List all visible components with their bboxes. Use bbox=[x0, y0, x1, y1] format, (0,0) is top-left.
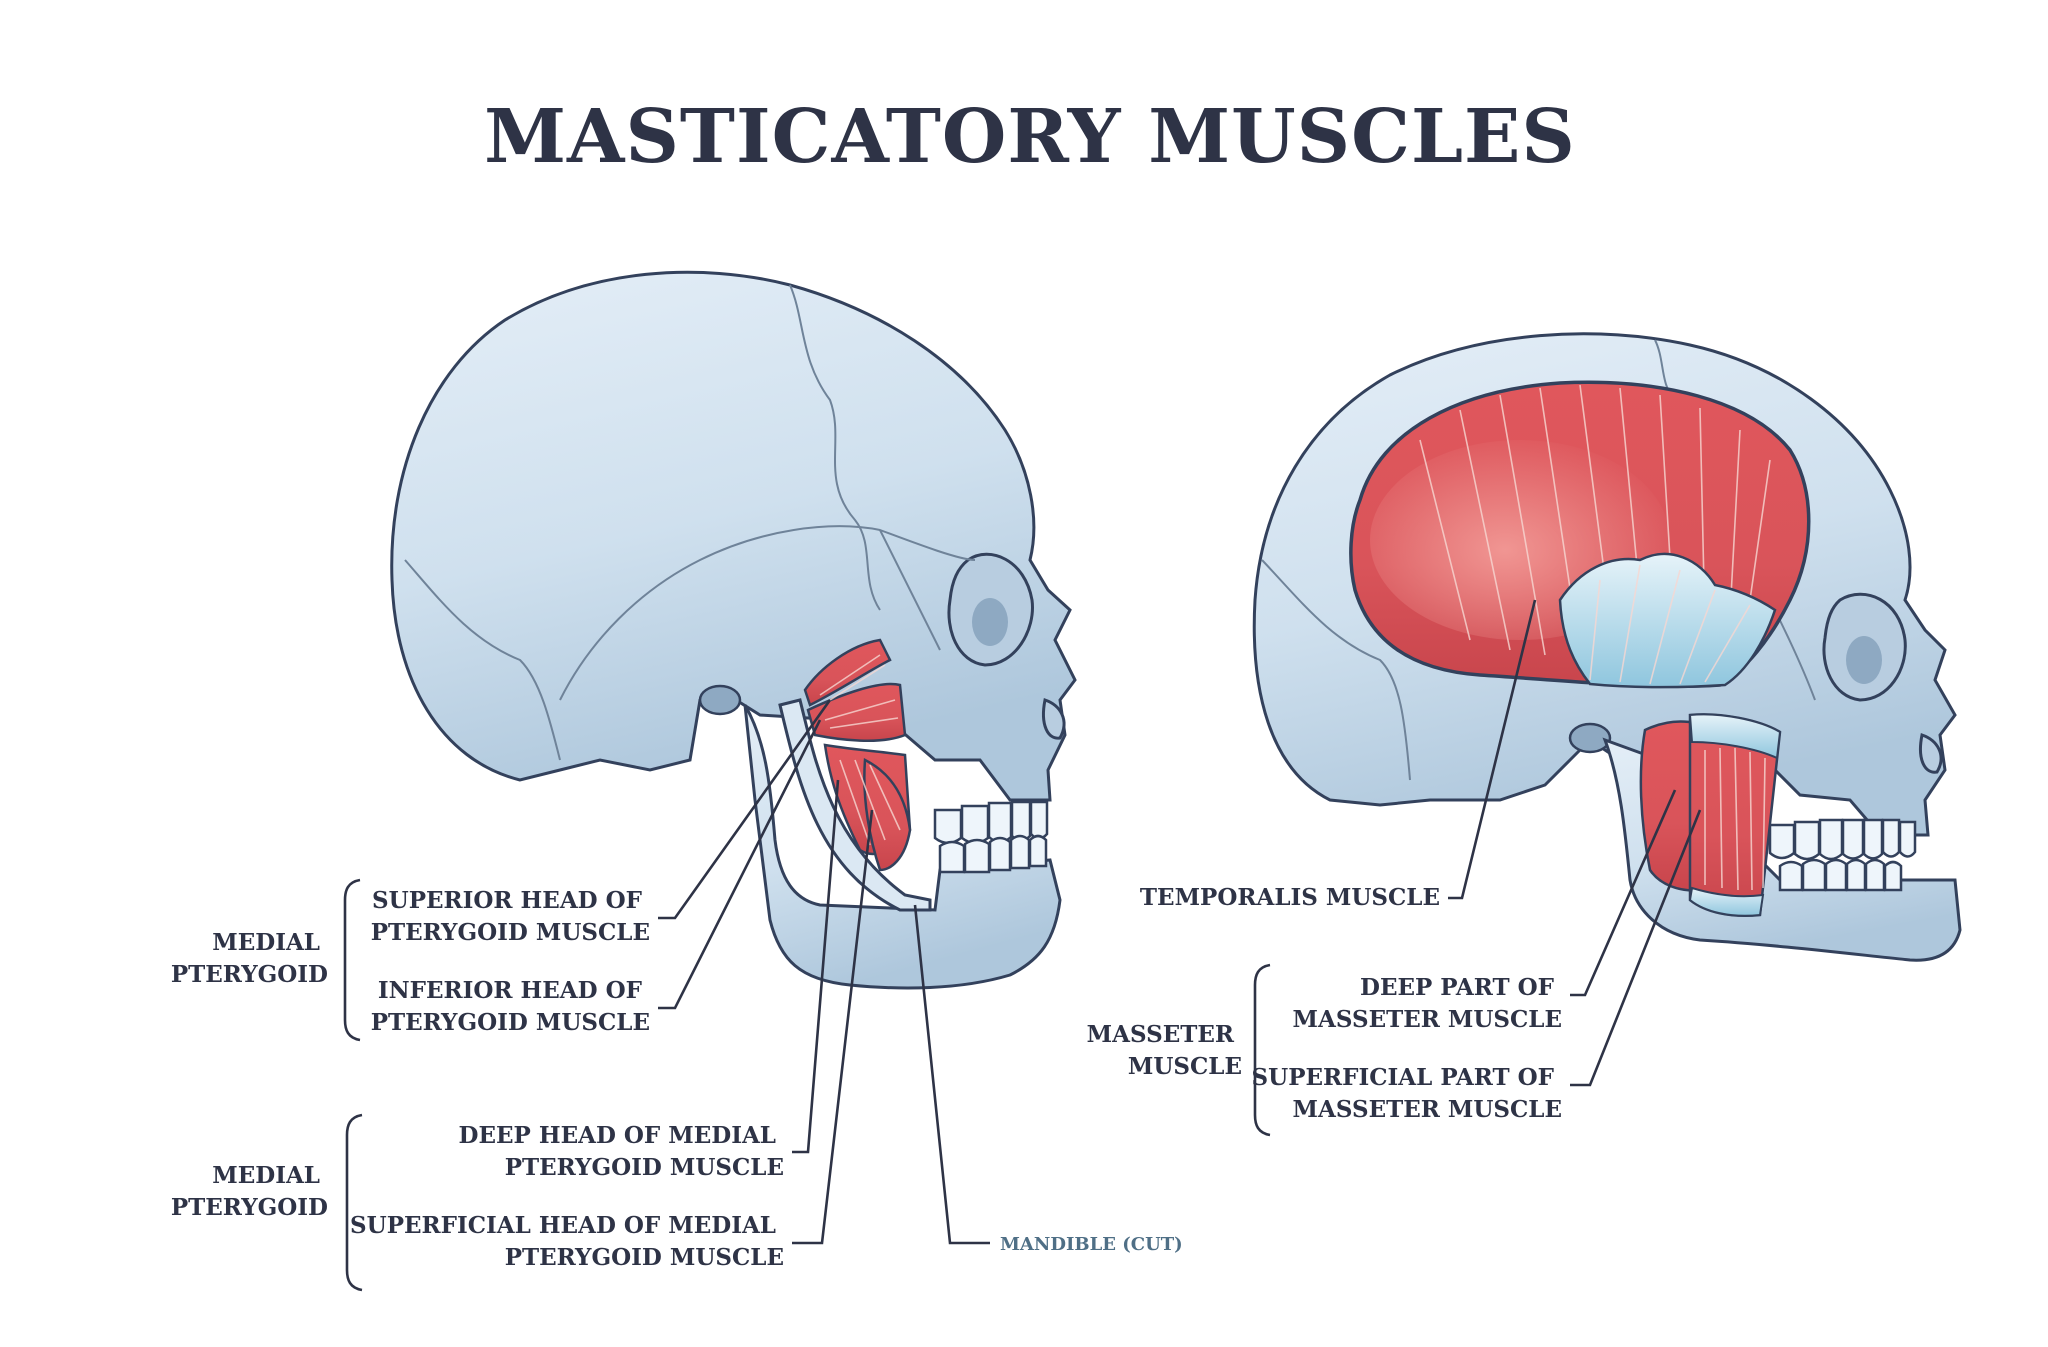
left-group-2-name: MEDIAL PTERYGOID bbox=[171, 1162, 328, 1221]
diagram-title: MASTICATORY MUSCLES bbox=[484, 94, 1576, 180]
right-brace bbox=[1253, 963, 1271, 1137]
right-skull bbox=[1252, 332, 1962, 962]
right-group-name: MASSETER MUSCLE bbox=[1087, 1021, 1242, 1080]
left-group-1-name: MEDIAL PTERYGOID bbox=[171, 929, 328, 988]
superficial-head-medial-pterygoid bbox=[863, 758, 912, 872]
left-pterygoid-muscles bbox=[803, 638, 912, 872]
left-sphenoid-suture bbox=[879, 529, 941, 651]
superior-head-pterygoid bbox=[803, 638, 892, 707]
label-superficial-part-masseter: SUPERFICIAL PART OF MASSETER MUSCLE bbox=[1252, 1064, 1562, 1123]
label-superior-head-pterygoid: SUPERIOR HEAD OF PTERYGOID MUSCLE bbox=[371, 887, 650, 946]
left-ear-canal bbox=[698, 684, 742, 716]
label-mandible-cut: MANDIBLE (CUT) bbox=[1000, 1234, 1183, 1255]
left-orbit-shadow bbox=[972, 598, 1008, 646]
left-mandible-cut bbox=[778, 698, 932, 912]
left-upper-brace bbox=[343, 878, 361, 1042]
temporalis-fibers bbox=[1419, 384, 1771, 656]
right-nasal-cavity bbox=[1919, 733, 1943, 774]
label-deep-part-masseter: DEEP PART OF MASSETER MUSCLE bbox=[1293, 974, 1562, 1033]
masseter-lower-tendon bbox=[1688, 886, 1765, 917]
label-deep-head-medial-pterygoid: DEEP HEAD OF MEDIAL PTERYGOID MUSCLE bbox=[459, 1122, 784, 1181]
left-squamous-suture bbox=[559, 525, 976, 701]
left-nasal-cavity bbox=[1042, 698, 1066, 740]
left-upper-teeth bbox=[933, 800, 1049, 845]
left-lambdoid-suture bbox=[404, 559, 561, 761]
left-skull-outline bbox=[390, 270, 1077, 802]
right-mandible bbox=[1602, 737, 1962, 962]
label-inferior-head-pterygoid: INFERIOR HEAD OF PTERYGOID MUSCLE bbox=[371, 977, 650, 1036]
left-skull bbox=[390, 270, 1077, 990]
left-lower-teeth bbox=[938, 834, 1048, 874]
right-orbit-shadow bbox=[1846, 636, 1882, 684]
masseter-upper-tendon bbox=[1688, 713, 1782, 760]
right-ear-canal bbox=[1568, 722, 1612, 754]
left-coronal-suture bbox=[789, 284, 881, 611]
inferior-head-pterygoid bbox=[806, 682, 907, 743]
right-leader-lines bbox=[1448, 599, 1702, 1087]
left-leader-lines bbox=[658, 699, 990, 1245]
left-lower-brace bbox=[345, 1113, 363, 1292]
left-mandible bbox=[743, 704, 1062, 990]
right-lower-teeth bbox=[1778, 858, 1903, 892]
label-superficial-head-medial-pterygoid: SUPERFICIAL HEAD OF MEDIAL PTERYGOID MUS… bbox=[350, 1212, 784, 1271]
label-temporalis-muscle: TEMPORALIS MUSCLE bbox=[1140, 884, 1440, 911]
right-upper-teeth bbox=[1768, 818, 1917, 861]
